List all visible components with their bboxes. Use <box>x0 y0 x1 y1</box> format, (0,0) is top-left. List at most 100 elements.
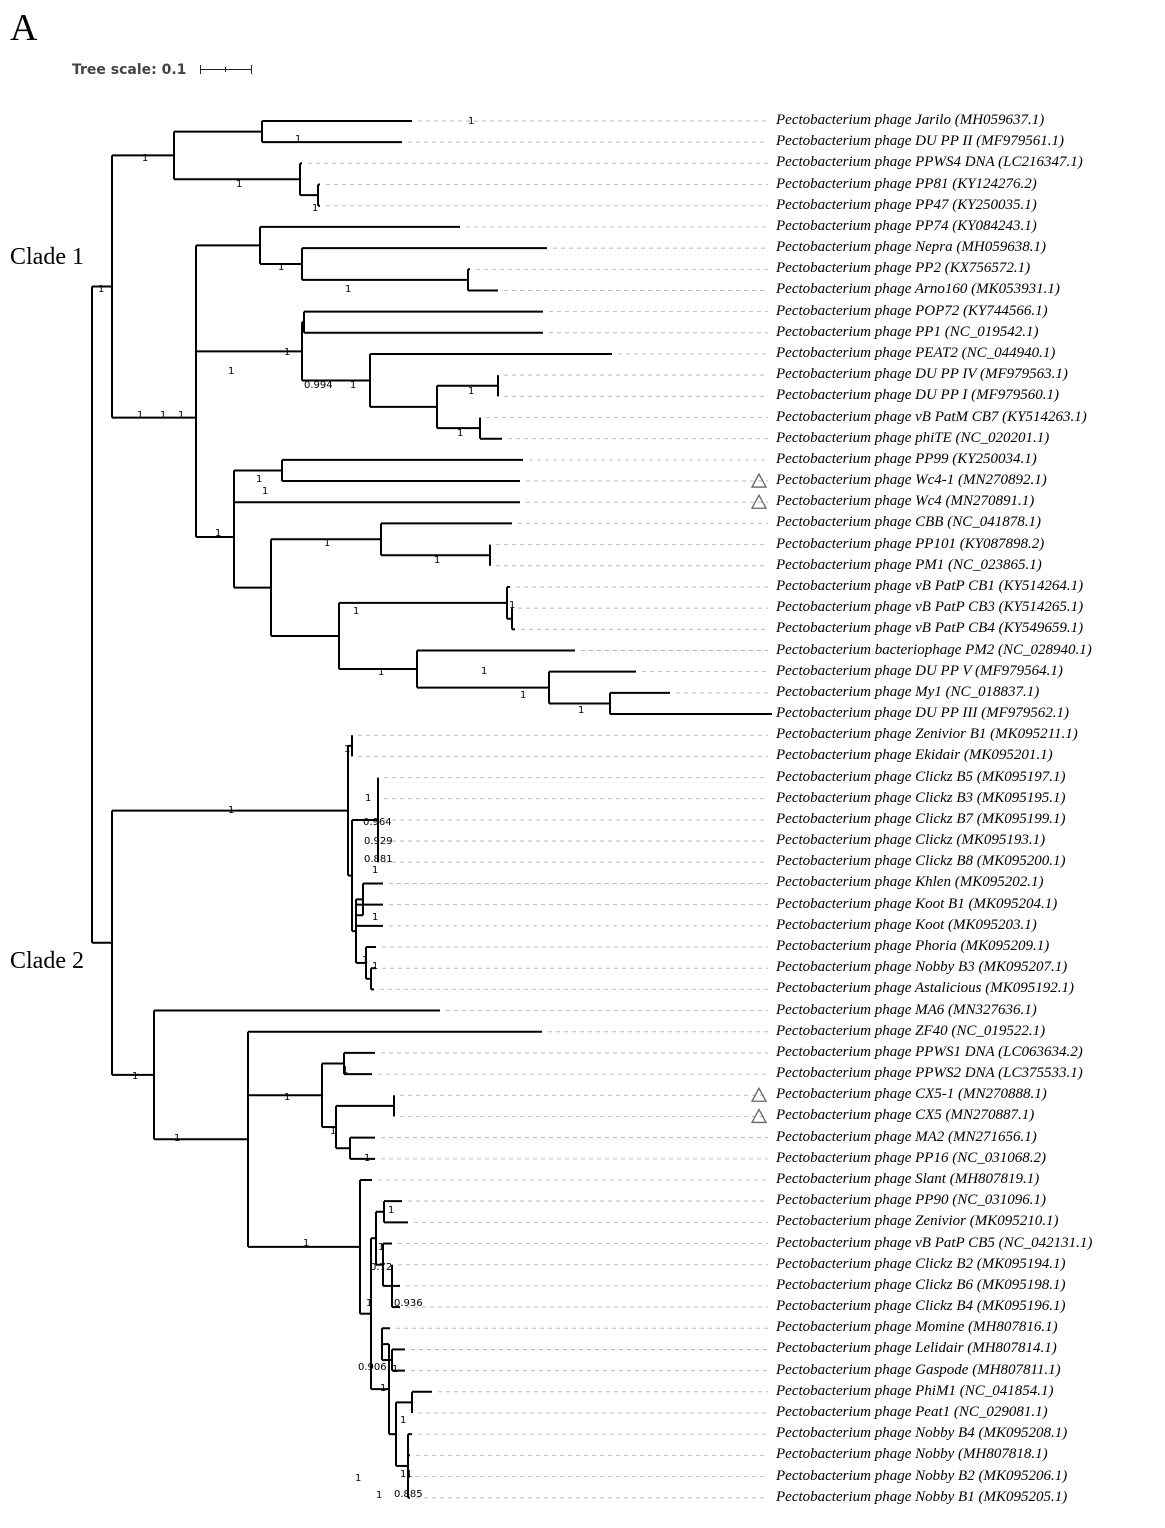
bootstrap-value: 1 <box>132 1071 138 1082</box>
bootstrap-value: 1 <box>174 1133 180 1144</box>
tip-label: Pectobacterium phage Clickz B5 (MK095197… <box>776 768 1066 785</box>
bootstrap-value: 1 <box>344 744 350 755</box>
tip-label: Pectobacterium phage Nobby B1 (MK095205.… <box>776 1488 1068 1505</box>
tip-label: Pectobacterium phage Koot B1 (MK095204.1… <box>776 895 1058 912</box>
tip-label: Pectobacterium bacteriophage PM2 (NC_028… <box>776 641 1092 658</box>
bootstrap-value: 1 <box>228 366 234 377</box>
bootstrap-value: 1 <box>578 705 584 716</box>
highlight-triangle-icon <box>750 1108 768 1124</box>
bootstrap-value: 1 <box>278 262 284 273</box>
bootstrap-value: 1 <box>236 179 242 190</box>
bootstrap-value: 1 <box>345 284 351 295</box>
tip-label: Pectobacterium phage Phoria (MK095209.1) <box>776 938 1050 955</box>
tip-label: Pectobacterium phage Astalicious (MK0951… <box>776 980 1075 997</box>
highlight-triangle-icon <box>750 1086 768 1102</box>
tip-label: Pectobacterium phage PP90 (NC_031096.1) <box>776 1192 1046 1209</box>
bootstrap-value: 0.936 <box>394 1298 423 1309</box>
bootstrap-value: 1 <box>380 1383 386 1394</box>
bootstrap-value: 1 <box>178 410 184 421</box>
tip-label: Pectobacterium phage Clickz (MK095193.1) <box>776 832 1046 849</box>
tip-label: Pectobacterium phage CBB (NC_041878.1) <box>776 514 1041 531</box>
tip-label: Pectobacterium phage Nepra (MH059638.1) <box>776 239 1046 256</box>
bootstrap-value: 1 <box>262 486 268 497</box>
bootstrap-value: 1 <box>284 1092 290 1103</box>
bootstrap-value: 1 <box>378 667 384 678</box>
tip-label: Pectobacterium phage DU PP II (MF979561.… <box>776 133 1064 150</box>
bootstrap-value: 1 <box>295 134 301 145</box>
bootstrap-value: 0.885 <box>394 1489 423 1500</box>
bootstrap-value: 1 <box>366 1298 372 1309</box>
bootstrap-value: 1 <box>215 528 221 539</box>
tip-label: Pectobacterium phage vB PatM CB7 (KY5142… <box>776 408 1087 425</box>
bootstrap-value: 1 <box>324 538 330 549</box>
bootstrap-value: 1 <box>364 1153 370 1164</box>
bootstrap-value: 1 <box>228 805 234 816</box>
bootstrap-value: 1 <box>400 1415 406 1426</box>
tip-label: Pectobacterium phage Nobby B2 (MK095206.… <box>776 1467 1068 1484</box>
bootstrap-value: 1 <box>481 666 487 677</box>
tip-label: Pectobacterium phage PPWS4 DNA (LC216347… <box>776 154 1083 171</box>
tip-label: Pectobacterium phage PPWS2 DNA (LC375533… <box>776 1065 1083 1082</box>
tip-label: Pectobacterium phage Peat1 (NC_029081.1) <box>776 1403 1048 1420</box>
bootstrap-value: 1 <box>378 1242 384 1253</box>
tip-label: Pectobacterium phage vB PatP CB1 (KY5142… <box>776 577 1084 594</box>
tip-label: Pectobacterium phage Wc4-1 (MN270892.1) <box>776 472 1047 489</box>
bootstrap-value: 0.964 <box>363 817 392 828</box>
bootstrap-value: 1 <box>372 961 378 972</box>
bootstrap-value: 1 <box>98 284 104 295</box>
tree-scale: Tree scale: 0.1 <box>72 62 253 78</box>
tip-label: Pectobacterium phage PP101 (KY087898.2) <box>776 535 1045 552</box>
tip-label: Pectobacterium phage PM1 (NC_023865.1) <box>776 556 1042 573</box>
tip-label: Pectobacterium phage DU PP I (MF979560.1… <box>776 387 1059 404</box>
tip-label: Pectobacterium phage DU PP III (MF979562… <box>776 705 1069 722</box>
panel-letter: A <box>10 7 38 49</box>
tip-label: Pectobacterium phage PP99 (KY250034.1) <box>776 450 1037 467</box>
clade-2-label: Clade 2 <box>10 948 84 974</box>
bootstrap-value: 1 <box>353 606 359 617</box>
tip-label: Pectobacterium phage Khlen (MK095202.1) <box>776 874 1044 891</box>
tip-label: Pectobacterium phage PP47 (KY250035.1) <box>776 196 1037 213</box>
bootstrap-value: 1 <box>509 600 515 611</box>
bootstrap-value: 1 <box>312 203 318 214</box>
tip-label: Pectobacterium phage PP1 (NC_019542.1) <box>776 323 1039 340</box>
bootstrap-value: 1 <box>355 1473 361 1484</box>
tip-label: Pectobacterium phage Ekidair (MK095201.1… <box>776 747 1053 764</box>
tip-label: Pectobacterium phage PhiM1 (NC_041854.1) <box>776 1382 1054 1399</box>
tip-label: Pectobacterium phage Clickz B7 (MK095199… <box>776 810 1066 827</box>
bootstrap-value: 1 <box>434 555 440 566</box>
tip-label: Pectobacterium phage PPWS1 DNA (LC063634… <box>776 1043 1083 1060</box>
tip-label: Pectobacterium phage ZF40 (NC_019522.1) <box>776 1022 1046 1039</box>
bootstrap-value: 1 <box>468 116 474 127</box>
bootstrap-value: 0.881 <box>364 854 393 865</box>
bootstrap-value: 1 <box>372 865 378 876</box>
bootstrap-value: 0.994 <box>304 380 333 391</box>
bootstrap-value: 1 <box>330 1126 336 1137</box>
tip-label: Pectobacterium phage Slant (MH807819.1) <box>776 1171 1040 1187</box>
bootstrap-value: 1 <box>362 955 368 966</box>
tip-label: Pectobacterium phage PEAT2 (NC_044940.1) <box>776 344 1056 361</box>
bootstrap-value: 1 <box>350 380 356 391</box>
tip-label: Pectobacterium phage Zenivior (MK095210.… <box>776 1213 1059 1230</box>
bootstrap-value: 1 <box>388 1205 394 1216</box>
tip-label: Pectobacterium phage vB PatP CB5 (NC_042… <box>776 1234 1093 1251</box>
tip-label: Pectobacterium phage Lelidair (MH807814.… <box>776 1340 1057 1357</box>
bootstrap-value: 1 <box>303 1238 309 1249</box>
tip-label: Pectobacterium phage Clickz B4 (MK095196… <box>776 1298 1066 1315</box>
bootstrap-value: 1 <box>520 690 526 701</box>
bootstrap-value: 1 <box>160 410 166 421</box>
tip-label: Pectobacterium phage Zenivior B1 (MK0952… <box>776 726 1078 743</box>
bootstrap-value: 1 <box>372 912 378 923</box>
tip-label: Pectobacterium phage Nobby B3 (MK095207.… <box>776 959 1068 976</box>
bootstrap-value: 0.72 <box>370 1262 392 1273</box>
bootstrap-value: 1 <box>284 347 290 358</box>
tip-label: Pectobacterium phage Koot (MK095203.1) <box>776 916 1037 933</box>
tip-label: Pectobacterium phage MA2 (MN271656.1) <box>776 1128 1037 1145</box>
bootstrap-value: 1 <box>457 428 463 439</box>
bootstrap-value: 1 <box>142 153 148 164</box>
tip-label: Pectobacterium phage Gaspode (MH807811.1… <box>776 1361 1061 1378</box>
tree-scale-label: Tree scale: 0.1 <box>72 62 187 78</box>
tip-label: Pectobacterium phage Clickz B6 (MK095198… <box>776 1276 1066 1293</box>
tip-label: Pectobacterium phage PP2 (KX756572.1) <box>776 260 1031 277</box>
